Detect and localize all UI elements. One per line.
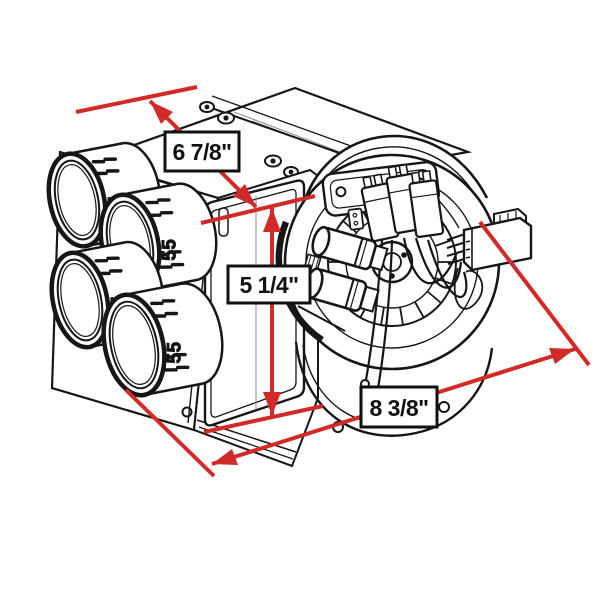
extension-line [200,194,316,225]
vent-size-marking: 55 [159,239,180,261]
panel-slot [218,207,229,237]
plate-screw [181,406,193,418]
relay-block-3 [408,169,445,238]
extension-line [75,85,198,114]
dimension-width: 6 7/8" [75,85,316,225]
wire-loop [453,267,484,310]
base-band [198,426,294,460]
arrowhead [549,348,575,364]
dimension-label-box [163,130,241,173]
dimension-label: 5 1/4" [239,272,298,298]
bracket-screw [335,186,347,198]
dimension-label-box [226,264,312,305]
dimension-label: 8 3/8" [369,395,428,421]
bracket-clip [347,207,365,231]
vent-outlet-4: 55 [101,282,224,398]
arrowhead [233,184,256,207]
dimension-label-box [359,385,439,429]
dimension-label: 6 7/8" [172,139,231,165]
top-grommets [199,101,299,178]
extension-line [478,220,591,367]
coolant-hose-upper [311,225,389,272]
arrowhead [263,392,281,416]
bracket-bolt [438,401,450,413]
arrowhead [212,449,238,465]
dimension-depth: 8 3/8" [124,220,591,478]
arrowhead [263,208,281,232]
extension-line [203,404,324,434]
dimension-height: 5 1/4" [203,208,324,434]
extension-line [124,388,216,478]
bracket-strut [297,305,346,332]
vent-louvres [145,198,185,269]
arrowhead [150,101,173,124]
vent-size-marking: 55 [165,341,186,363]
